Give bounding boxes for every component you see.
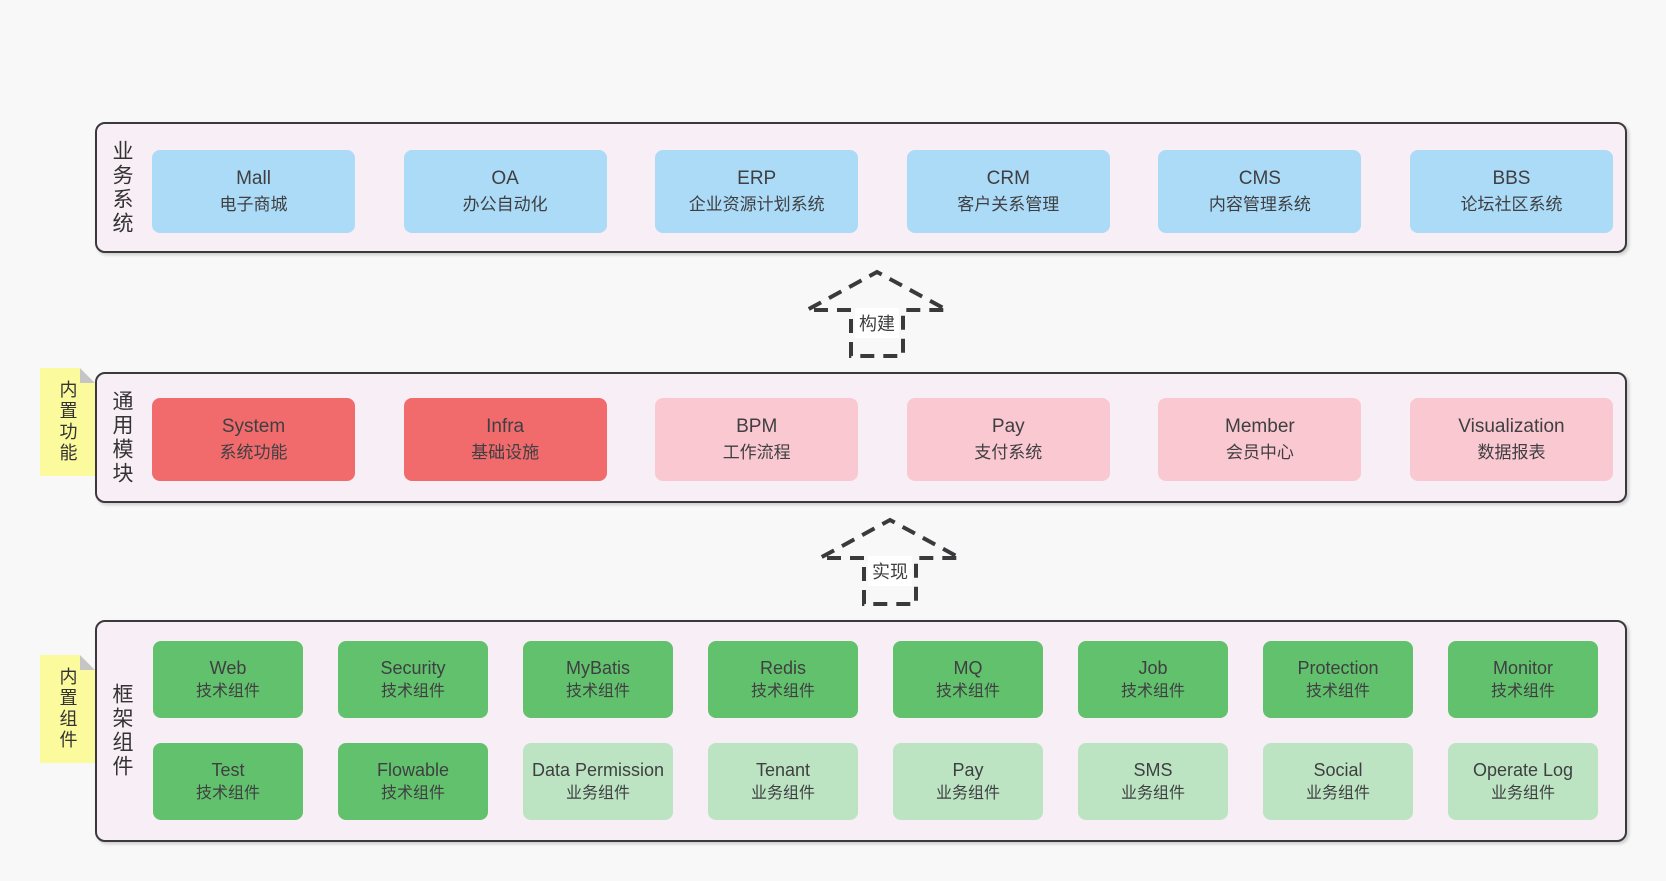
business-systems-row: Mall 电子商城 OA 办公自动化 ERP 企业资源计划系统 CRM 客户关系… — [152, 150, 1613, 233]
implement-arrow: 实现 — [815, 514, 965, 610]
common-modules-row: System 系统功能 Infra 基础设施 BPM 工作流程 Pay 支付系统… — [152, 398, 1613, 481]
band-label-framework-components: 框架组件 — [110, 683, 133, 779]
box-pay-biz: Pay 业务组件 — [893, 743, 1043, 820]
box-infra: Infra 基础设施 — [403, 398, 607, 481]
box-pay: Pay 支付系统 — [906, 398, 1110, 481]
folded-corner-icon — [80, 655, 95, 670]
box-web: Web 技术组件 — [153, 641, 303, 718]
build-arrow-label: 构建 — [855, 308, 899, 338]
build-arrow: 构建 — [802, 266, 952, 362]
box-visualization: Visualization 数据报表 — [1409, 398, 1613, 481]
box-protection: Protection 技术组件 — [1263, 641, 1413, 718]
dashed-up-arrow-icon — [819, 517, 961, 606]
framework-components-row-2: Test 技术组件 Flowable 技术组件 Data Permission … — [153, 743, 1598, 820]
box-monitor: Monitor 技术组件 — [1448, 641, 1598, 718]
box-flowable: Flowable 技术组件 — [338, 743, 488, 820]
box-security: Security 技术组件 — [338, 641, 488, 718]
band-label-common-modules: 通用模块 — [110, 389, 133, 486]
sticky-note-built-in-features: 内置功能 — [40, 368, 95, 476]
box-test: Test 技术组件 — [153, 743, 303, 820]
box-oa: OA 办公自动化 — [403, 150, 607, 233]
band-business-systems: 业务系统 Mall 电子商城 OA 办公自动化 ERP 企业资源计划系统 CRM… — [95, 122, 1627, 253]
box-data-permission: Data Permission 业务组件 — [523, 743, 673, 820]
box-crm: CRM 客户关系管理 — [906, 150, 1110, 233]
sticky-note-built-in-components: 内置组件 — [40, 655, 95, 763]
box-bpm: BPM 工作流程 — [655, 398, 859, 481]
framework-components-row-1: Web 技术组件 Security 技术组件 MyBatis 技术组件 Redi… — [153, 641, 1598, 718]
box-tenant: Tenant 业务组件 — [708, 743, 858, 820]
box-mall: Mall 电子商城 — [152, 150, 355, 233]
box-sms: SMS 业务组件 — [1078, 743, 1228, 820]
box-cms: CMS 内容管理系统 — [1158, 150, 1362, 233]
box-member: Member 会员中心 — [1158, 398, 1362, 481]
box-operate-log: Operate Log 业务组件 — [1448, 743, 1598, 820]
box-erp: ERP 企业资源计划系统 — [655, 150, 859, 233]
box-social: Social 业务组件 — [1263, 743, 1413, 820]
box-redis: Redis 技术组件 — [708, 641, 858, 718]
box-system: System 系统功能 — [152, 398, 355, 481]
box-job: Job 技术组件 — [1078, 641, 1228, 718]
band-common-modules: 通用模块 System 系统功能 Infra 基础设施 BPM 工作流程 Pay… — [95, 372, 1627, 503]
box-bbs: BBS 论坛社区系统 — [1409, 150, 1613, 233]
band-framework-components: 框架组件 Web 技术组件 Security 技术组件 MyBatis 技术组件… — [95, 620, 1627, 842]
dashed-up-arrow-icon — [806, 269, 948, 358]
implement-arrow-label: 实现 — [868, 556, 912, 586]
folded-corner-icon — [80, 368, 95, 383]
band-label-business-systems: 业务系统 — [110, 139, 133, 236]
box-mybatis: MyBatis 技术组件 — [523, 641, 673, 718]
box-mq: MQ 技术组件 — [893, 641, 1043, 718]
